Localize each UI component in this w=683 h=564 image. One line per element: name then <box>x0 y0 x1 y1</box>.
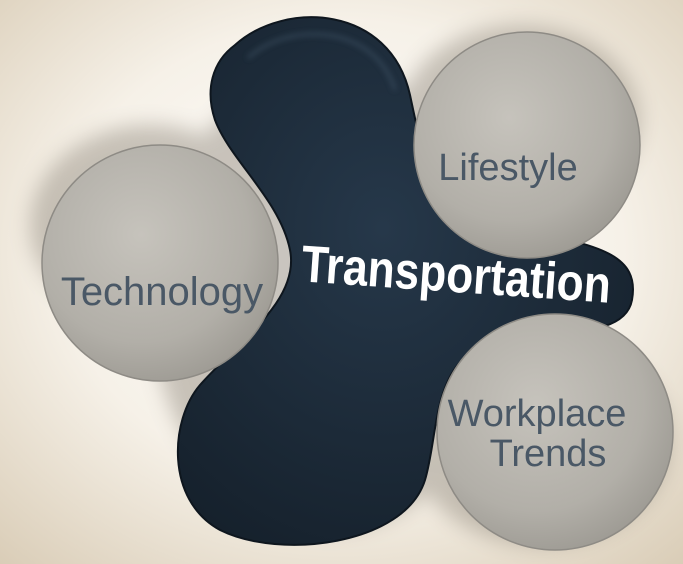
node-lifestyle: Lifestyle <box>413 31 641 259</box>
label-workplace: Workplace <box>448 393 627 435</box>
node-technology: Technology <box>41 144 279 382</box>
circle-workplace-trends <box>436 313 674 551</box>
circle-lifestyle <box>413 31 641 259</box>
node-workplace-trends: Workplace Trends <box>436 313 674 551</box>
label-lifestyle: Lifestyle <box>438 147 577 189</box>
label-technology: Technology <box>61 270 263 314</box>
circle-technology <box>41 144 279 382</box>
center-blob-highlight <box>246 32 397 91</box>
label-trends: Trends <box>490 433 607 475</box>
